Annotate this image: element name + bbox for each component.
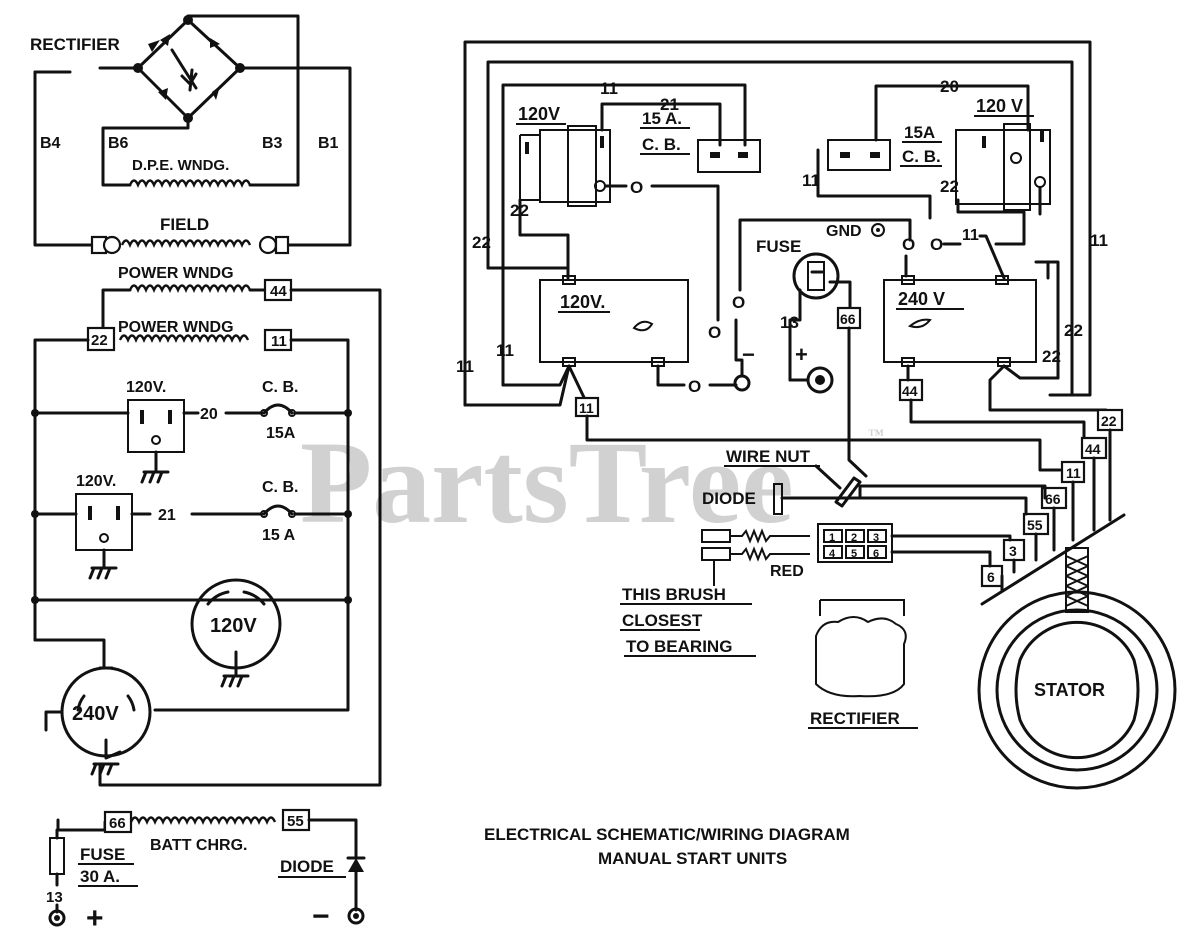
wiring-o-f: O	[930, 235, 943, 254]
outlet-1-label: 120V.	[126, 379, 166, 396]
terminal-1: 1	[829, 532, 835, 544]
brush-note-line-1: THIS BRUSH	[622, 585, 726, 604]
wiring-o-e: O	[902, 235, 915, 254]
cb-2-label: C. B.	[262, 479, 298, 496]
fuse-label: FUSE	[80, 845, 125, 864]
left-schematic: RECTIFIER B4 B6 B3 B1 D.P.E. WNDG. FIELD…	[30, 14, 382, 935]
wiring-o-b: O	[688, 377, 701, 396]
wiring-panel-120-label: 120V.	[560, 292, 605, 312]
wiring-left-cb-label: C. B.	[642, 135, 681, 154]
wiring-22-e: 22	[1042, 347, 1061, 366]
diagram-title-line-2: MANUAL START UNITS	[598, 849, 787, 868]
plus-terminal: +	[86, 902, 104, 935]
dpe-winding-label: D.P.E. WNDG.	[132, 157, 229, 174]
tag-22: 22	[91, 332, 108, 349]
batt-chrg-label: BATT CHRG.	[150, 837, 247, 854]
wiring-11-c: 11	[962, 227, 979, 244]
cb-1-label: C. B.	[262, 379, 298, 396]
wiring-11-b: 11	[496, 341, 514, 360]
terminal-5: 5	[851, 548, 857, 560]
wiring-wire-20: 20	[940, 77, 959, 96]
wiring-right-outlet-label: 120 V	[976, 96, 1023, 116]
terminal-6: 6	[873, 548, 879, 560]
wiring-tag-44: 44	[902, 383, 918, 399]
wiring-fuse-label: FUSE	[756, 237, 801, 256]
diagram-title-line-1: ELECTRICAL SCHEMATIC/WIRING DIAGRAM	[484, 825, 850, 844]
wiring-o-d: O	[732, 293, 745, 312]
wiring-11-a: 11	[456, 357, 474, 376]
wiring-o-a: O	[630, 178, 643, 197]
stator-tag-11: 11	[1066, 465, 1081, 481]
b3-label: B3	[262, 135, 283, 152]
tag-55: 55	[287, 813, 304, 830]
minus-terminal: −	[312, 900, 330, 933]
wiring-wire-21: 21	[660, 95, 679, 114]
terminal-2: 2	[851, 532, 857, 544]
wiring-11-e: 11	[1090, 231, 1108, 250]
rectifier-bridge	[98, 14, 352, 247]
terminal-block: 1 2 3 4 5 6	[823, 529, 887, 560]
tag-66: 66	[109, 815, 126, 832]
wiring-wire-11-top: 11	[600, 79, 618, 98]
terminal-4: 4	[829, 548, 836, 560]
cb-1-rating: 15A	[266, 425, 296, 442]
wiring-22-d: 22	[1064, 321, 1083, 340]
b1-label: B1	[318, 135, 339, 152]
cb-2-rating: 15 A	[262, 527, 296, 544]
b4-label: B4	[40, 135, 61, 152]
stator-tag-66: 66	[1045, 491, 1061, 507]
terminal-3: 3	[873, 532, 879, 544]
stator-label: STATOR	[1034, 680, 1105, 700]
wiring-gnd-label: GND	[826, 223, 862, 240]
wiring-red-label: RED	[770, 563, 804, 580]
wiring-rectifier-label: RECTIFIER	[810, 709, 900, 728]
tag-44: 44	[270, 283, 287, 300]
stator-tag-44: 44	[1085, 441, 1101, 457]
wiring-22-c: 22	[940, 177, 959, 196]
brush-note-line-3: TO BEARING	[626, 637, 732, 656]
wiring-left-outlet-label: 120V	[518, 104, 560, 124]
b6-label: B6	[108, 135, 129, 152]
fuse-rating: 30 A.	[80, 867, 120, 886]
wiring-left-cb-rating: 15 A.	[642, 109, 682, 128]
twist-lock-120-label: 120V	[210, 615, 257, 637]
wiring-right-cb-rating: 15A	[904, 123, 935, 142]
wiring-22-b: 22	[472, 233, 491, 252]
wiring-plus: +	[795, 342, 808, 367]
stator-tag-6: 6	[987, 569, 995, 585]
stator-tag-55: 55	[1027, 517, 1043, 533]
rectifier-label: RECTIFIER	[30, 35, 120, 54]
stator-tag-3: 3	[1009, 543, 1017, 559]
wiring-tag-66: 66	[840, 311, 856, 327]
twist-lock-240-label: 240V	[72, 703, 119, 725]
watermark-text: PartsTree	[300, 417, 794, 548]
wire-nut-label: WIRE NUT	[726, 447, 811, 466]
power-winding-1-label: POWER WNDG	[118, 265, 234, 282]
diode-label: DIODE	[280, 857, 334, 876]
wiring-minus: −	[742, 342, 755, 367]
right-wiring: 120V 11 21 15 A. C. B. O 22 22 120V. 11	[456, 40, 1177, 790]
outlet-2-label: 120V.	[76, 473, 116, 490]
wiring-diode-label: DIODE	[702, 489, 756, 508]
brush-note-line-2: CLOSEST	[622, 611, 703, 630]
wiring-right-cb-label: C. B.	[902, 147, 941, 166]
wiring-o-c: O	[708, 323, 721, 342]
outlet-2-wire: 21	[158, 507, 176, 524]
power-winding-2-label: POWER WNDG	[118, 319, 234, 336]
stator-tag-22: 22	[1101, 413, 1117, 429]
wiring-panel-240-label: 240 V	[898, 289, 945, 309]
field-label: FIELD	[160, 215, 209, 234]
wire-13-label: 13	[46, 889, 63, 906]
wiring-tag-11: 11	[579, 400, 594, 416]
tag-11: 11	[271, 333, 287, 350]
outlet-1-wire: 20	[200, 406, 218, 423]
wiring-11-d: 11	[802, 171, 820, 190]
